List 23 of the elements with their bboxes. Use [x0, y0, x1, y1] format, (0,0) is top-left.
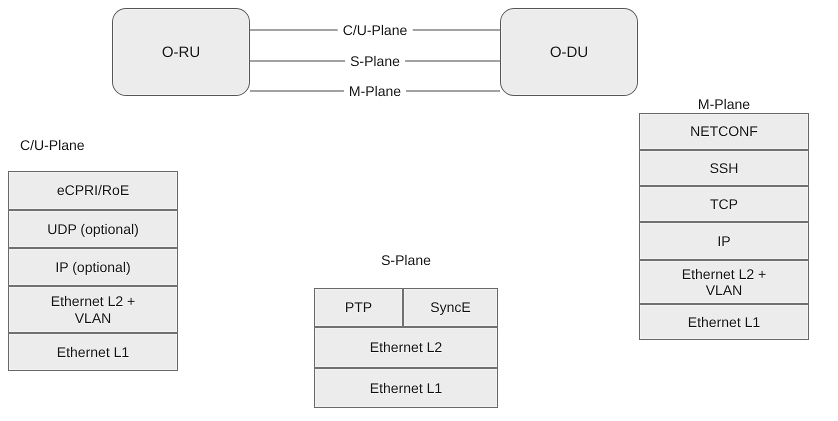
- protocol-layer-box: Ethernet L2: [314, 327, 498, 368]
- edge-label: M-Plane: [344, 83, 406, 99]
- protocol-layer-box: Ethernet L1: [314, 368, 498, 408]
- stack-heading: C/U-Plane: [20, 137, 86, 153]
- protocol-layer-box: eCPRI/RoE: [8, 171, 178, 210]
- unit-box: O-DU: [500, 8, 638, 96]
- protocol-layer-box: Ethernet L1: [639, 304, 809, 340]
- protocol-layer-box: NETCONF: [639, 113, 809, 150]
- edge-label: S-Plane: [345, 53, 405, 69]
- protocol-layer-box: Ethernet L2 + VLAN: [8, 286, 178, 333]
- protocol-layer-box: UDP (optional): [8, 210, 178, 248]
- protocol-layer-box: IP (optional): [8, 248, 178, 286]
- stack-heading: M-Plane: [696, 96, 752, 112]
- protocol-layer-box: TCP: [639, 186, 809, 222]
- edge-label: C/U-Plane: [338, 22, 412, 38]
- protocol-layer-box: SyncE: [403, 288, 498, 327]
- stack-heading: S-Plane: [380, 252, 432, 268]
- protocol-layer-box: PTP: [314, 288, 403, 327]
- unit-box: O-RU: [112, 8, 250, 96]
- protocol-layer-box: Ethernet L1: [8, 333, 178, 371]
- protocol-layer-box: IP: [639, 222, 809, 260]
- protocol-layer-box: SSH: [639, 150, 809, 186]
- protocol-layer-box: Ethernet L2 + VLAN: [639, 260, 809, 304]
